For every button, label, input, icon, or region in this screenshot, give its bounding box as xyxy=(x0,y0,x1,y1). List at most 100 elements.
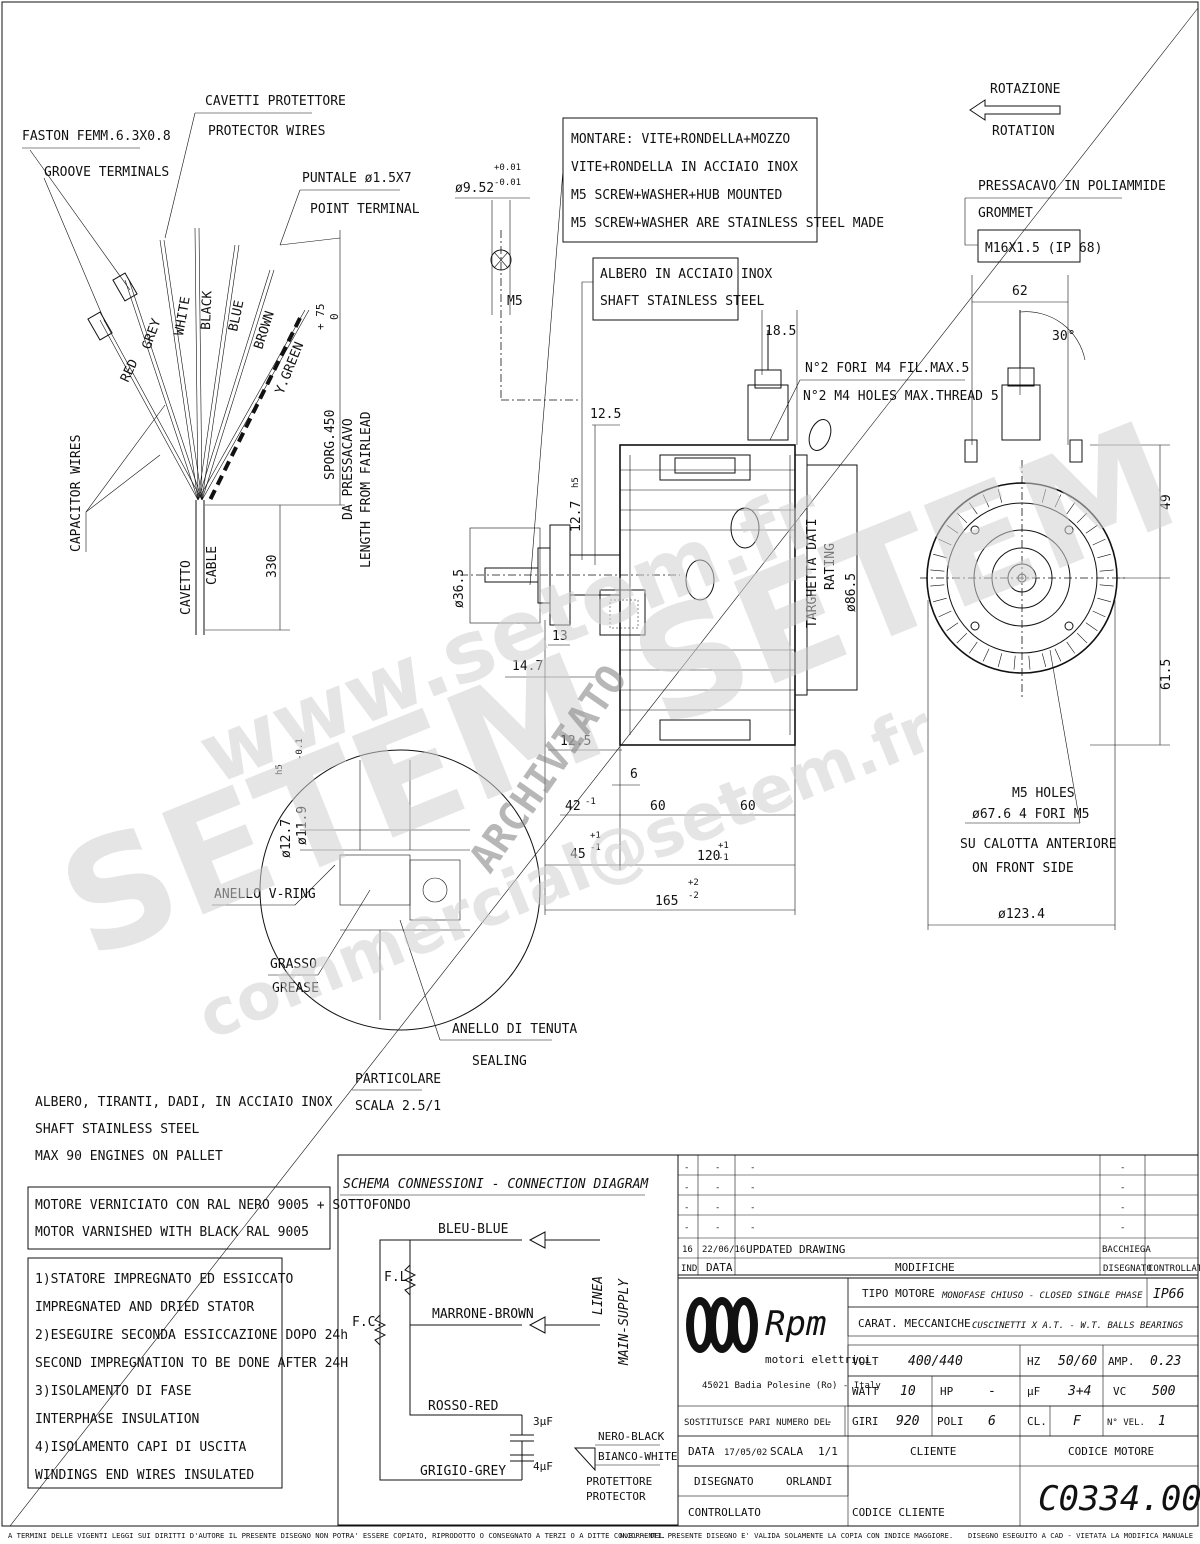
dim-165-tol1: +2 xyxy=(688,878,699,888)
cooling-fin xyxy=(933,553,947,559)
cooling-fin xyxy=(982,494,990,508)
rev-row-1-dis: - xyxy=(1120,1163,1125,1173)
cooling-fin xyxy=(946,524,959,534)
cooling-fin xyxy=(1092,538,1106,546)
wire-white: WHITE xyxy=(172,296,194,337)
mounting-notes-box: MONTARE: VITE+RONDELLA+MOZZO VITE+RONDEL… xyxy=(529,117,884,586)
rev-row-5-dis: BACCHIEGA xyxy=(1102,1245,1151,1255)
dim-13: 13 xyxy=(552,629,568,644)
dim-14-7: 14.7 xyxy=(512,659,543,674)
rating-label: RATING xyxy=(823,543,838,590)
cooling-fin xyxy=(1013,655,1016,670)
rpm-logo xyxy=(686,1297,758,1353)
footer-right: DISEGNO ESEGUITO A CAD - VIETATA LA MODI… xyxy=(968,1531,1193,1540)
groove-terminals-label: GROOVE TERMINALS xyxy=(44,165,169,180)
giri-value: 920 xyxy=(896,1414,920,1429)
dim-36-5: ø36.5 xyxy=(452,569,467,608)
uf-label: µF xyxy=(1027,1385,1040,1398)
dim-6: 6 xyxy=(630,767,638,782)
shaft-tol-minus: -0.01 xyxy=(494,178,521,188)
wire-harness: FASTON FEMM.6.3X0.8 GROOVE TERMINALS CAV… xyxy=(22,94,420,635)
cooling-fin xyxy=(968,641,978,654)
schema-prot-it: PROTETTORE xyxy=(586,1475,652,1488)
paint-note-2: MOTOR VARNISHED WITH BLACK RAL 9005 xyxy=(35,1225,309,1240)
rotation-arrow-icon xyxy=(969,99,1061,121)
dim-123-4: ø123.4 xyxy=(998,907,1045,922)
codice-cliente-label: CODICE CLIENTE xyxy=(852,1506,945,1519)
cl-value: F xyxy=(1073,1414,1082,1429)
grease-label: GREASE xyxy=(272,981,319,996)
data-value: 17/05/02 xyxy=(724,1448,767,1458)
notes-line-2: VITE+RONDELLA IN ACCIAIO INOX xyxy=(571,160,798,175)
schema-main: MAIN-SUPPLY xyxy=(617,1278,632,1366)
cooling-fin xyxy=(982,648,990,662)
rev-row-3-mod: - xyxy=(750,1203,755,1213)
schema-cap2: 4µF xyxy=(533,1460,553,1473)
shaft-note-3: MAX 90 ENGINES ON PALLET xyxy=(35,1149,223,1164)
angle-30: 30° xyxy=(1052,329,1075,344)
dim-165: 165 xyxy=(655,894,678,909)
cooling-fin xyxy=(1099,584,1114,587)
carat-value: CUSCINETTI X A.T. - W.T. BALLS BEARINGS xyxy=(972,1321,1184,1331)
wire-red: RED xyxy=(118,357,142,385)
dim-42-tol: -1 xyxy=(585,797,596,807)
wire-grey: GREY xyxy=(140,317,165,352)
point-terminal-label: POINT TERMINAL xyxy=(310,202,420,217)
cable-label: CABLE xyxy=(205,546,220,585)
controllato-label: CONTROLLATO xyxy=(688,1506,761,1519)
carat-label: CARAT. MECCANICHE xyxy=(858,1317,971,1330)
sost-value: - xyxy=(826,1415,833,1428)
list-note-6: INTERPHASE INSULATION xyxy=(35,1412,199,1427)
dim-12-7: 12.7 xyxy=(569,501,584,532)
rev-row-1-data: - xyxy=(715,1163,720,1173)
footer: A TERMINI DELLE VIGENTI LEGGI SUI DIRITT… xyxy=(2,1525,1198,1540)
cooling-fin xyxy=(997,653,1003,667)
h-ind: IND xyxy=(681,1264,697,1274)
cooling-fin xyxy=(938,610,952,618)
dim-61-5: 61.5 xyxy=(1159,659,1174,690)
dim-45-tol1: +1 xyxy=(590,831,601,841)
amp-value: 0.23 xyxy=(1150,1354,1181,1369)
rev-row-1-ind: - xyxy=(684,1163,689,1173)
cancel-diagonal xyxy=(9,7,1199,1527)
motor-side-view: 18.5 N°2 FORI M4 FIL.MAX.5 N°2 M4 HOLES … xyxy=(452,310,999,915)
gland-en-label: GROMMET xyxy=(978,206,1033,221)
poli-label: POLI xyxy=(937,1415,964,1428)
wire-ygreen: Y.GREEN xyxy=(273,340,307,396)
cooling-fin xyxy=(1099,569,1114,572)
notes-line-1: MONTARE: VITE+RONDELLA+MOZZO xyxy=(571,132,790,147)
rev-row-3-dis: - xyxy=(1120,1203,1125,1213)
cooling-fin xyxy=(1054,494,1062,508)
cooling-fin xyxy=(1097,553,1111,559)
dim-120-tol2: -1 xyxy=(718,853,729,863)
rev-row-4-ind: - xyxy=(684,1223,689,1233)
company-sub: motori elettrici xyxy=(765,1353,871,1366)
cooling-fin xyxy=(1076,512,1088,524)
cooling-fin xyxy=(1085,622,1098,632)
particolare-label: PARTICOLARE xyxy=(355,1072,441,1087)
protector-wires-label: PROTECTOR WIRES xyxy=(208,124,325,139)
poli-value: 6 xyxy=(988,1414,996,1429)
motor-front-view: ROTAZIONE ROTATION PRESSACAVO IN POLIAMM… xyxy=(920,82,1174,930)
watt-value: 10 xyxy=(900,1384,916,1399)
cooling-fin xyxy=(956,512,968,524)
dim-165-tol2: -2 xyxy=(688,891,699,901)
da-pressacavo-label: DA PRESSACAVO xyxy=(341,418,356,520)
list-note-7: 4)ISOLAMENTO CAPI DI USCITA xyxy=(35,1440,246,1455)
cooling-fin xyxy=(1041,653,1047,667)
h-controllato: CONTROLLATO xyxy=(1148,1264,1200,1274)
shaft-box-line-1: ALBERO IN ACCIAIO INOX xyxy=(600,267,772,282)
rev-row-2-dis: - xyxy=(1120,1183,1125,1193)
shaft-material-box: ALBERO IN ACCIAIO INOX SHAFT STAINLESS S… xyxy=(581,257,772,560)
cooling-fin xyxy=(930,584,945,587)
hp-label: HP xyxy=(940,1385,954,1398)
wire-black: BLACK xyxy=(199,290,215,330)
watt-label: WATT xyxy=(852,1385,879,1398)
shaft-tol-plus: +0.01 xyxy=(494,163,521,173)
rev-row-5-ind: 16 xyxy=(682,1245,693,1255)
cl-label: CL. xyxy=(1027,1415,1047,1428)
front-side-it: SU CALOTTA ANTERIORE xyxy=(960,837,1117,852)
grasso-label: GRASSO xyxy=(270,957,317,972)
disegnato-value: ORLANDI xyxy=(786,1475,832,1488)
hp-value: - xyxy=(988,1384,996,1399)
